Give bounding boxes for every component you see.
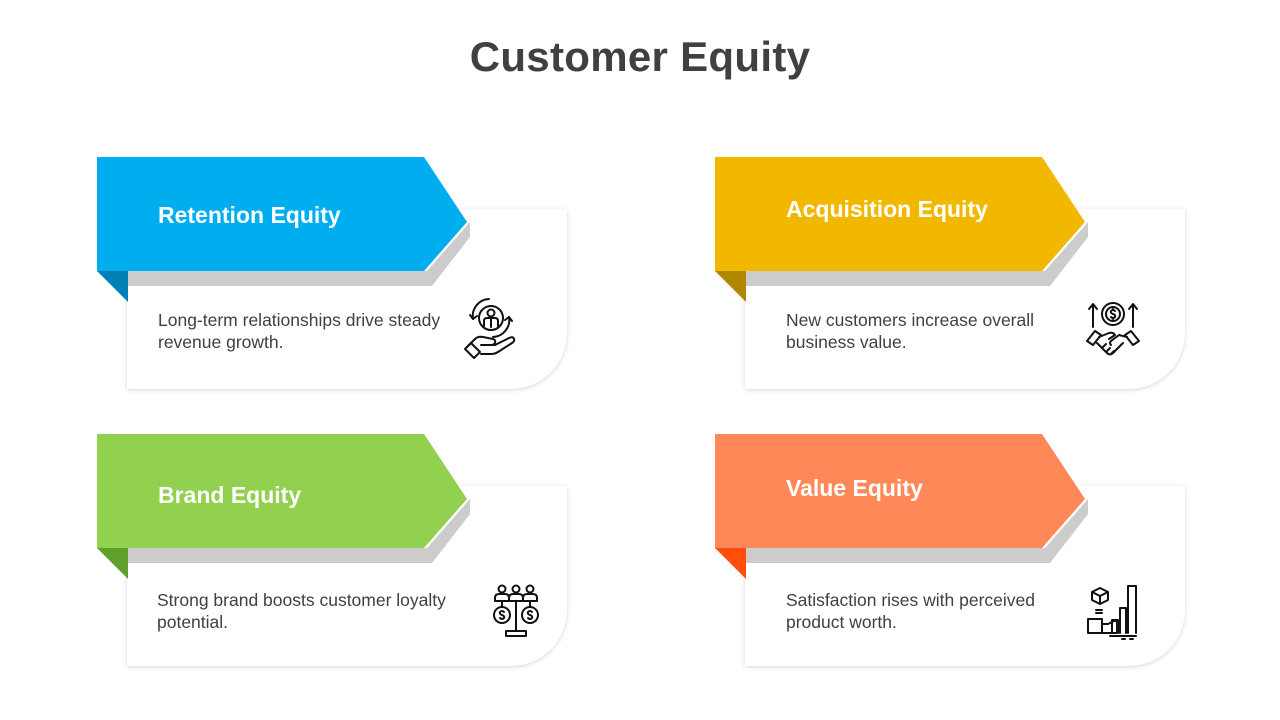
banner-shape xyxy=(97,157,467,271)
customer-care-hand-icon xyxy=(463,295,519,359)
banner-shape xyxy=(715,434,1085,548)
equity-description: Long-term relationships drive steady rev… xyxy=(158,310,441,352)
equity-heading: Value Equity xyxy=(786,475,923,501)
banner-ribbon xyxy=(97,434,470,579)
equity-heading: Acquisition Equity xyxy=(786,196,988,222)
page-title: Customer Equity xyxy=(469,33,811,80)
product-bar-growth-icon xyxy=(1086,584,1140,640)
ribbon-fold xyxy=(97,548,128,579)
equity-block-acquisition: Acquisition Equity New customers increas… xyxy=(715,157,1195,417)
equity-block-brand: Brand Equity Strong brand boosts custome… xyxy=(97,434,577,694)
handshake-dollar-growth-icon xyxy=(1085,299,1141,363)
equity-block-value: Value Equity Satisfaction rises with per… xyxy=(715,434,1195,694)
equity-heading: Brand Equity xyxy=(158,482,302,508)
people-balance-scale-icon xyxy=(491,584,541,640)
equity-description: Strong brand boosts customer loyalty pot… xyxy=(157,590,446,632)
banner-shape xyxy=(715,157,1085,271)
ribbon-fold xyxy=(97,271,128,302)
equity-heading: Retention Equity xyxy=(158,202,341,228)
equity-block-retention: Retention Equity Long-term relationships… xyxy=(97,157,577,417)
ribbon-fold xyxy=(715,548,746,579)
equity-description: New customers increase overall business … xyxy=(786,310,1035,352)
banner-shape xyxy=(97,434,467,548)
ribbon-fold xyxy=(715,271,746,302)
banner-ribbon xyxy=(715,157,1088,302)
equity-description: Satisfaction rises with perceived produc… xyxy=(786,590,1035,632)
banner-ribbon xyxy=(97,157,470,302)
banner-ribbon xyxy=(715,434,1088,579)
